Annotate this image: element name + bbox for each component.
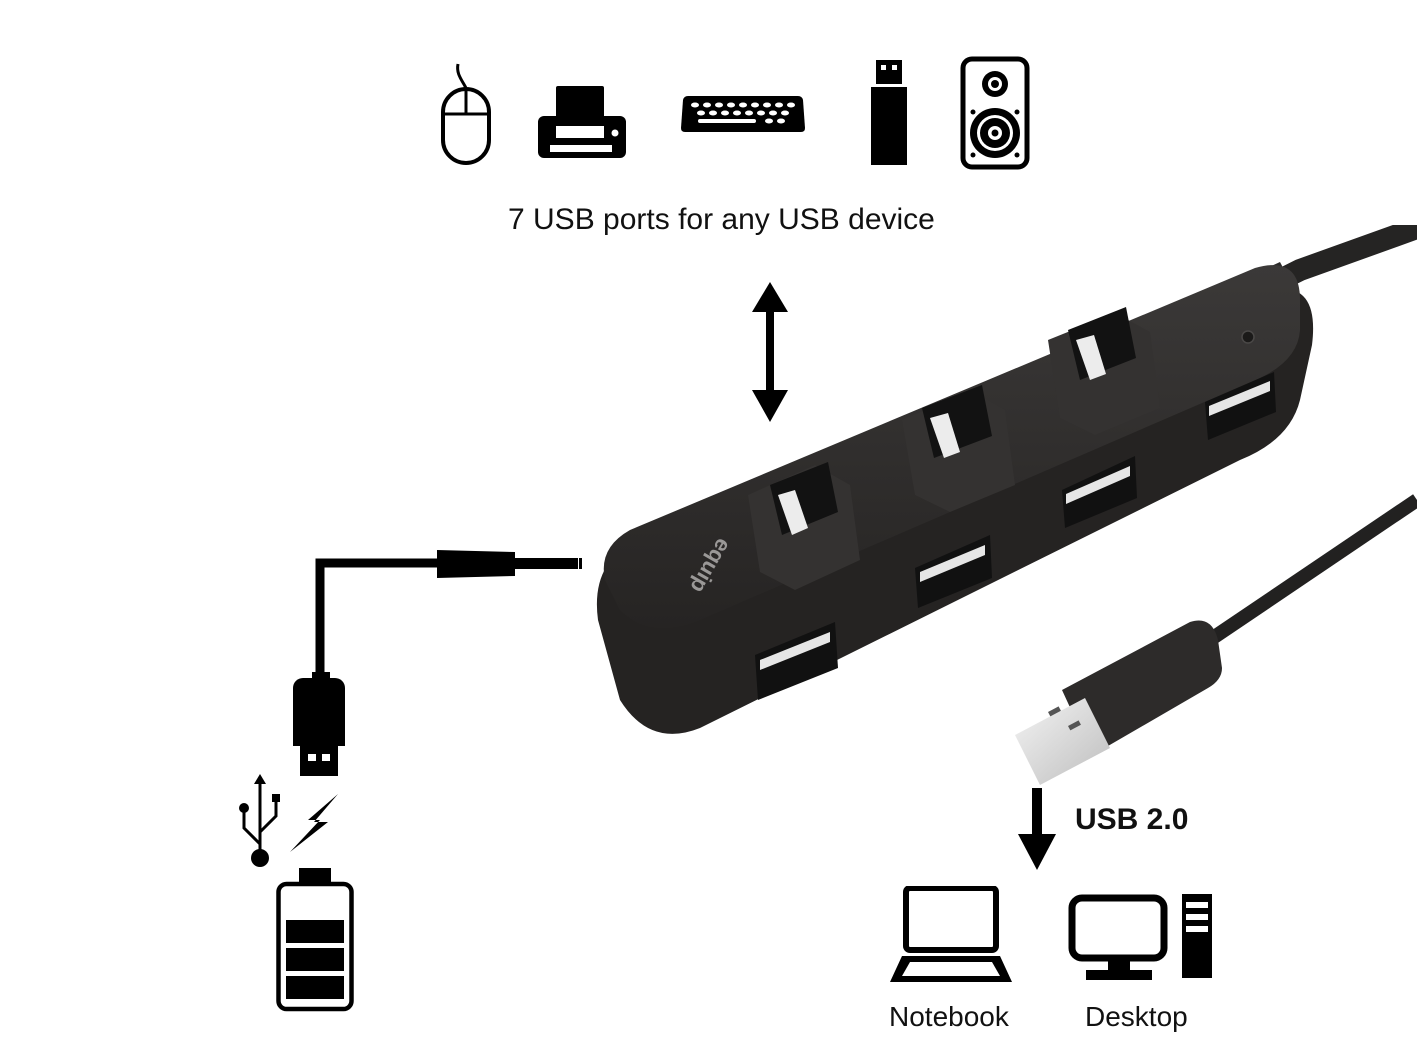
usb-flash-drive-icon xyxy=(871,60,907,165)
device-icons-row xyxy=(438,56,1038,173)
usb-a-plug xyxy=(1015,620,1222,785)
battery-icon xyxy=(276,868,354,1012)
ports-caption: 7 USB ports for any USB device xyxy=(508,203,935,236)
top-usb-port-3 xyxy=(1048,307,1160,435)
top-usb-port-2 xyxy=(902,385,1015,512)
desktop-icon xyxy=(1068,894,1212,980)
host-label-desktop: Desktop xyxy=(1085,1001,1188,1032)
side-usb-port-3 xyxy=(1062,456,1137,528)
usb-version-label: USB 2.0 xyxy=(1075,803,1189,836)
power-cable-illustration xyxy=(293,550,582,776)
keyboard-icon xyxy=(681,96,805,132)
side-usb-port-4 xyxy=(1205,372,1276,440)
usb-hub-illustration: equip xyxy=(596,225,1417,785)
mouse-icon xyxy=(441,63,491,165)
speaker-icon xyxy=(960,56,1030,170)
printer-icon xyxy=(538,86,626,158)
top-usb-port-1 xyxy=(748,462,860,590)
lightning-icon xyxy=(290,794,338,852)
laptop-icon xyxy=(890,886,1012,982)
host-label-notebook: Notebook xyxy=(889,1001,1009,1032)
side-usb-port-1 xyxy=(755,622,838,700)
side-usb-port-2 xyxy=(915,535,992,608)
down-arrow-icon xyxy=(1018,788,1056,870)
bidirectional-arrow-icon xyxy=(752,282,788,422)
usb-symbol-icon xyxy=(239,774,280,867)
